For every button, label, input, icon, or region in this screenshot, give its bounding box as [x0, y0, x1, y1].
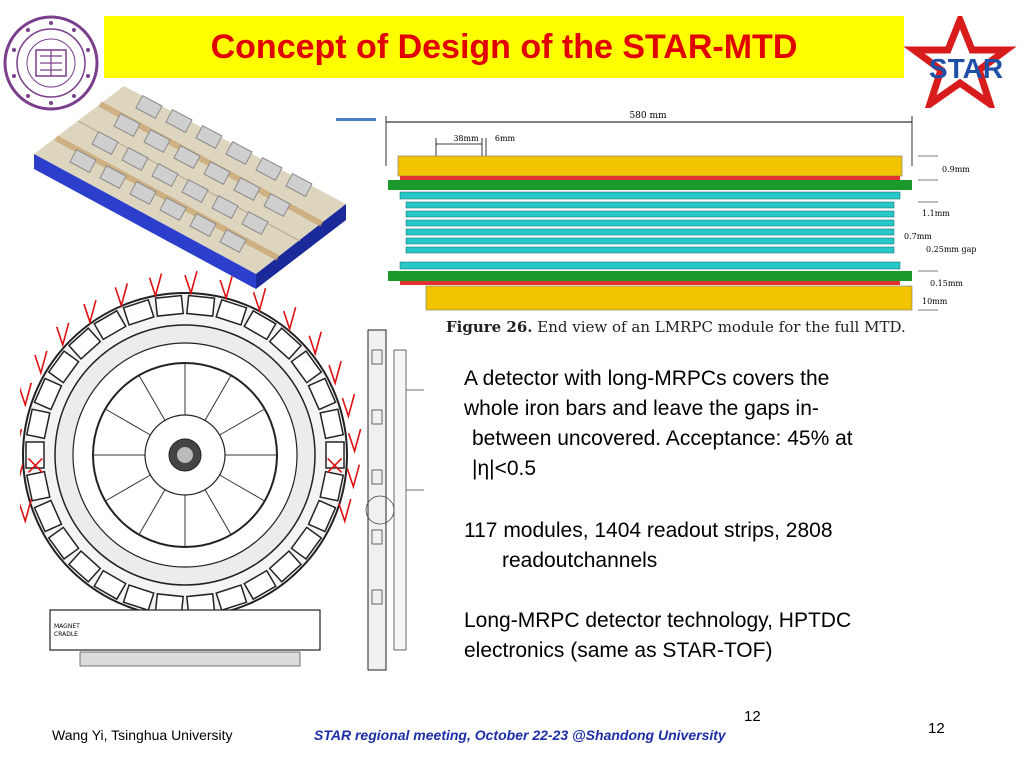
dim-strip-gap: 6mm — [495, 134, 516, 143]
uncovered-cross-mark — [327, 457, 343, 474]
description-paragraph-2: 117 modules, 1404 readout strips, 2808 r… — [464, 516, 984, 576]
dim-top-thickness: 0.9mm — [942, 165, 970, 174]
page-number-lower: 12 — [928, 720, 945, 737]
coverage-check-mark — [282, 306, 297, 332]
para2-line-2: readoutchannels — [502, 549, 658, 572]
wheel-spoke — [138, 375, 166, 421]
magnet-tray — [67, 550, 102, 583]
magnet-tray — [185, 294, 216, 317]
magnet-tray — [25, 408, 51, 440]
magnet-tray — [319, 408, 345, 440]
wheel-spoke — [105, 474, 151, 502]
dim-strip-width: 38mm — [453, 134, 479, 143]
coverage-check-mark — [328, 360, 342, 386]
para1-line-1: A detector with long-MRPCs covers the — [464, 367, 830, 390]
coverage-check-mark — [20, 498, 33, 524]
coverage-check-mark — [337, 498, 352, 524]
magnet-tray — [307, 499, 337, 533]
coverage-check-mark — [308, 331, 322, 357]
coverage-check-mark — [341, 393, 356, 419]
magnet-tray — [47, 349, 80, 384]
coverage-check-mark — [346, 464, 361, 490]
dim-glass-07: 0.7mm — [904, 232, 932, 241]
coverage-check-mark — [219, 275, 233, 301]
wheel-spoke — [204, 489, 232, 535]
magnet-tray — [243, 569, 277, 601]
star-logo: STAR — [903, 16, 1017, 108]
title-bar: Concept of Design of the STAR-MTD — [104, 16, 904, 78]
para1-line-2: whole iron bars and leave the gaps in- — [464, 397, 819, 420]
para3-line-1: Long-MRPC detector technology, HPTDC — [464, 609, 852, 632]
dim-glass-11: 1.1mm — [922, 209, 950, 218]
university-seal-logo — [3, 15, 99, 111]
mrpc-modules-3d-image — [34, 86, 346, 289]
coverage-check-mark — [20, 428, 23, 438]
wheel-spoke — [204, 375, 232, 421]
magnet-tray — [33, 499, 63, 533]
magnet-tray — [67, 327, 102, 360]
coverage-check-mark — [347, 428, 362, 454]
magnet-tray — [25, 470, 51, 502]
lmrpc-end-view-figure: 580 mm 38mm 6mm 0.9mm 1.1mm 0.7mm 0.25mm… — [385, 111, 977, 311]
coverage-check-mark — [83, 299, 97, 325]
wheel-spoke — [138, 489, 166, 535]
magnet-tray — [93, 569, 127, 601]
coverage-check-mark — [20, 464, 24, 478]
dim-gas-gap: 0.25mm gap — [926, 245, 977, 254]
wheel-spoke — [105, 408, 151, 436]
star-magnet-endview-drawing: MAGNET CRADLE — [20, 270, 424, 671]
wheel-spoke — [219, 408, 265, 436]
uncovered-cross-mark — [27, 457, 43, 474]
magnet-tray — [319, 470, 345, 502]
magnet-tray — [33, 377, 63, 411]
magnet-tray — [154, 294, 185, 317]
magnet-tray — [122, 298, 155, 326]
para1-line-4: |η|<0.5 — [472, 457, 537, 480]
para2-line-1: 117 modules, 1404 readout strips, 2808 — [464, 519, 833, 542]
module-stack-illustration — [34, 86, 346, 289]
footer-author: Wang Yi, Tsinghua University — [52, 727, 233, 743]
coverage-check-mark — [34, 350, 48, 376]
magnet-tray — [93, 309, 127, 341]
magnet-tray — [268, 327, 303, 360]
coverage-check-mark — [148, 273, 163, 299]
magnet-tray — [307, 377, 337, 411]
magnet-tray — [122, 584, 155, 612]
figure-caption-label: Figure 26. — [446, 318, 533, 336]
description-paragraph-1: A detector with long-MRPCs covers the wh… — [464, 364, 984, 484]
figure-caption-text: End view of an LMRPC module for the full… — [532, 318, 906, 336]
coverage-check-mark — [114, 283, 129, 309]
coverage-check-mark — [252, 287, 267, 313]
magnet-tray — [215, 584, 248, 612]
magnet-tray — [47, 526, 80, 561]
decorative-line — [336, 118, 376, 121]
figure-caption: Figure 26. End view of an LMRPC module f… — [446, 318, 906, 336]
description-paragraph-3: Long-MRPC detector technology, HPTDC ele… — [464, 606, 984, 666]
magnet-tray — [290, 349, 323, 384]
dim-honeycomb-10: 10mm — [922, 297, 948, 306]
dim-total-width: 580 mm — [629, 111, 667, 121]
coverage-check-mark — [55, 322, 70, 348]
coverage-check-mark — [20, 382, 33, 408]
wheel-spoke — [219, 474, 265, 502]
dim-pcb-015: 0.15mm — [930, 279, 963, 288]
coverage-check-mark — [184, 270, 198, 296]
para3-line-2: electronics (same as STAR-TOF) — [464, 639, 773, 662]
star-logo-text: STAR — [929, 53, 1003, 84]
slide-title: Concept of Design of the STAR-MTD — [210, 27, 798, 66]
magnet-label-2: CRADLE — [54, 631, 78, 638]
page-number-upper: 12 — [744, 708, 761, 725]
magnet-tray — [268, 550, 303, 583]
magnet-tray — [243, 309, 277, 341]
para1-line-3: between uncovered. Acceptance: 45% at — [472, 427, 853, 450]
magnet-label-1: MAGNET — [54, 623, 80, 630]
footer-meeting: STAR regional meeting, October 22-23 @Sh… — [314, 727, 726, 743]
magnet-tray — [215, 298, 248, 326]
magnet-tray — [290, 526, 323, 561]
